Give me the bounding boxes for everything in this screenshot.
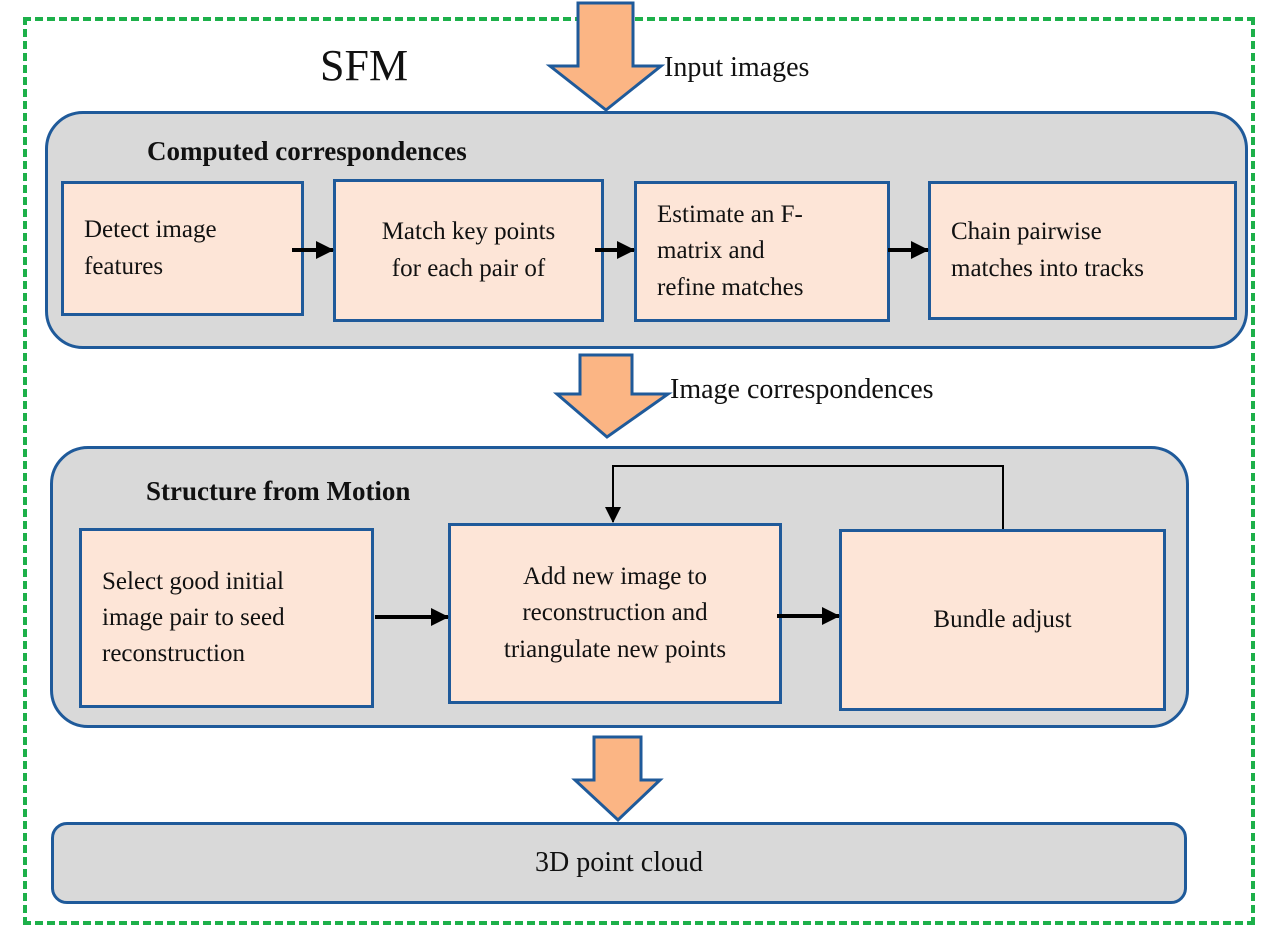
step-add-new-image-text: Add new image to reconstruction and tria…	[503, 563, 727, 663]
step-select-initial-pair-text: Select good initial image pair to seed r…	[102, 567, 285, 668]
step-estimate-fmatrix-text: Estimate an F- matrix and refine matches	[657, 201, 804, 301]
step-chain-tracks: Chain pairwise matches into tracks	[928, 181, 1237, 320]
diagram-title: SFM	[320, 41, 409, 90]
step-chain-tracks-text: Chain pairwise matches into tracks	[951, 218, 1144, 282]
point-cloud-label: 3D point cloud	[535, 847, 703, 878]
point-cloud-box: 3D point cloud	[51, 822, 1187, 904]
step-select-initial-pair: Select good initial image pair to seed r…	[79, 528, 374, 708]
step-bundle-adjust-text: Bundle adjust	[933, 605, 1072, 633]
step-detect-features-text: Detect image features	[84, 216, 217, 280]
step-detect-features: Detect image features	[61, 181, 304, 316]
step-bundle-adjust: Bundle adjust	[839, 529, 1166, 711]
input-images-label: Input images	[664, 52, 810, 83]
image-correspondences-label: Image correspondences	[670, 374, 934, 405]
structure-from-motion-title: Structure from Motion	[146, 476, 411, 506]
computed-correspondences-title: Computed correspondences	[147, 136, 467, 166]
step-estimate-fmatrix: Estimate an F- matrix and refine matches	[634, 181, 890, 322]
step-match-keypoints-text: Match key points for each pair of	[381, 218, 556, 282]
step-match-keypoints: Match key points for each pair of	[333, 179, 604, 322]
step-add-new-image: Add new image to reconstruction and tria…	[448, 523, 782, 704]
